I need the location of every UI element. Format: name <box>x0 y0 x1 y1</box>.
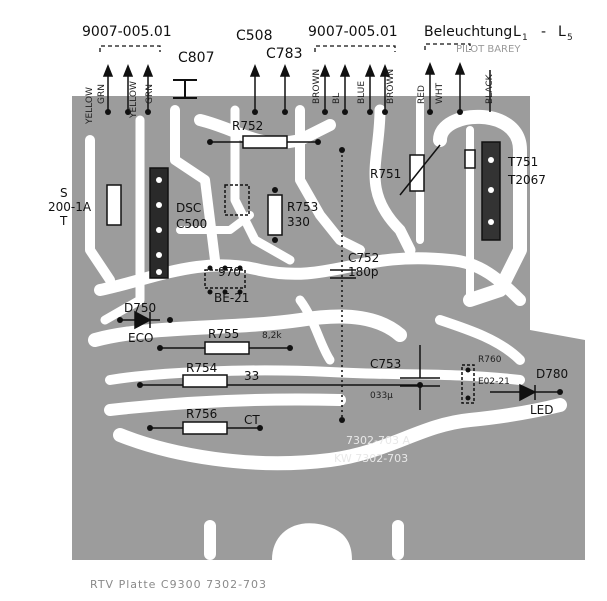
capacitor-c807-symbol <box>173 79 197 99</box>
solder-points <box>105 109 563 431</box>
c783-label: C783 <box>266 46 303 62</box>
svg-text:5: 5 <box>567 33 573 43</box>
t751-label: T751 <box>507 155 538 169</box>
board-note-2: KW 7302-703 <box>334 452 408 465</box>
d750-value: ECO <box>128 331 153 345</box>
svg-text:WHT: WHT <box>435 82 445 104</box>
c752-label: C752 <box>348 251 379 265</box>
r753-body <box>267 194 283 236</box>
svg-text:GRN: GRN <box>97 84 107 104</box>
r752-label: R752 <box>232 119 263 133</box>
svg-text:BROWN: BROWN <box>386 69 396 104</box>
wire-labels: YELLOW GRN YELLOW GRN BROWN BL BLUE BROW… <box>85 69 495 125</box>
svg-text:BL: BL <box>332 93 342 104</box>
r753-label: R753 <box>287 200 318 214</box>
svg-text:L: L <box>558 24 566 40</box>
ref-200-label: 200-1A <box>48 200 92 214</box>
ref-t-label: T <box>59 214 68 228</box>
t2067-label: T2067 <box>507 173 546 187</box>
dsc-label: DSC <box>176 201 201 215</box>
dsc-strip <box>149 167 169 279</box>
c753-value: 033µ <box>370 391 393 401</box>
r755-body <box>204 341 250 355</box>
transistor-cluster <box>224 184 250 216</box>
connector-mid-label: 9007-005.01 <box>308 24 398 40</box>
r760-body <box>461 364 475 404</box>
svg-text:1: 1 <box>522 33 528 43</box>
resistor-left-body <box>106 184 122 226</box>
d780-label: D780 <box>536 367 568 381</box>
svg-text:BLUE: BLUE <box>357 81 367 104</box>
svg-text:L: L <box>513 24 521 40</box>
header-pins <box>102 61 491 112</box>
svg-text:Beleuchtung: Beleuchtung <box>424 24 512 40</box>
r755-label: R755 <box>208 327 239 341</box>
c807-label: C807 <box>178 50 215 66</box>
r756-value: CT <box>244 413 260 427</box>
r760-value: E02-21 <box>478 377 510 387</box>
r754-label: R754 <box>186 361 217 375</box>
r754-value: 33 <box>244 369 259 383</box>
svg-text:-: - <box>541 24 546 40</box>
r753-value: 330 <box>287 215 310 229</box>
d750-label: D750 <box>124 301 156 315</box>
ic-970-label: 970 <box>218 265 241 279</box>
board-note-1: 7302-703 A <box>346 434 410 447</box>
svg-text:YELLOW: YELLOW <box>85 87 95 125</box>
svg-text:BROWN: BROWN <box>312 69 322 104</box>
c752-value: 180p <box>348 265 379 279</box>
pilot-label: PILOT BAREY <box>456 44 521 55</box>
connector-braces <box>99 43 471 52</box>
r756-label: R756 <box>186 407 217 421</box>
svg-text:GRN: GRN <box>145 84 155 104</box>
dsc-value: C500 <box>176 217 207 231</box>
svg-text:RED: RED <box>417 85 427 104</box>
r754-body <box>182 374 228 388</box>
d780-value: LED <box>530 403 554 417</box>
ref-s-label: S <box>60 186 68 200</box>
ic-970-value: BE-21 <box>214 291 249 305</box>
svg-text:BLACK: BLACK <box>485 73 495 104</box>
c508-label: C508 <box>236 28 273 44</box>
components <box>106 135 560 435</box>
r756-body <box>182 421 228 435</box>
r751-label: R751 <box>370 167 401 181</box>
c753-label: C753 <box>370 357 401 371</box>
r752-body <box>242 135 288 149</box>
svg-text:YELLOW: YELLOW <box>129 81 139 119</box>
r755-value: 8,2k <box>262 331 282 341</box>
r760-label: R760 <box>478 355 502 365</box>
pcb-substrate <box>72 96 585 560</box>
footer-caption: RTV Platte C9300 7302-703 <box>90 578 267 591</box>
connector-left-label: 9007-005.01 <box>82 24 172 40</box>
lighting-label: Beleuchtung L 1 - L 5 <box>424 24 573 43</box>
